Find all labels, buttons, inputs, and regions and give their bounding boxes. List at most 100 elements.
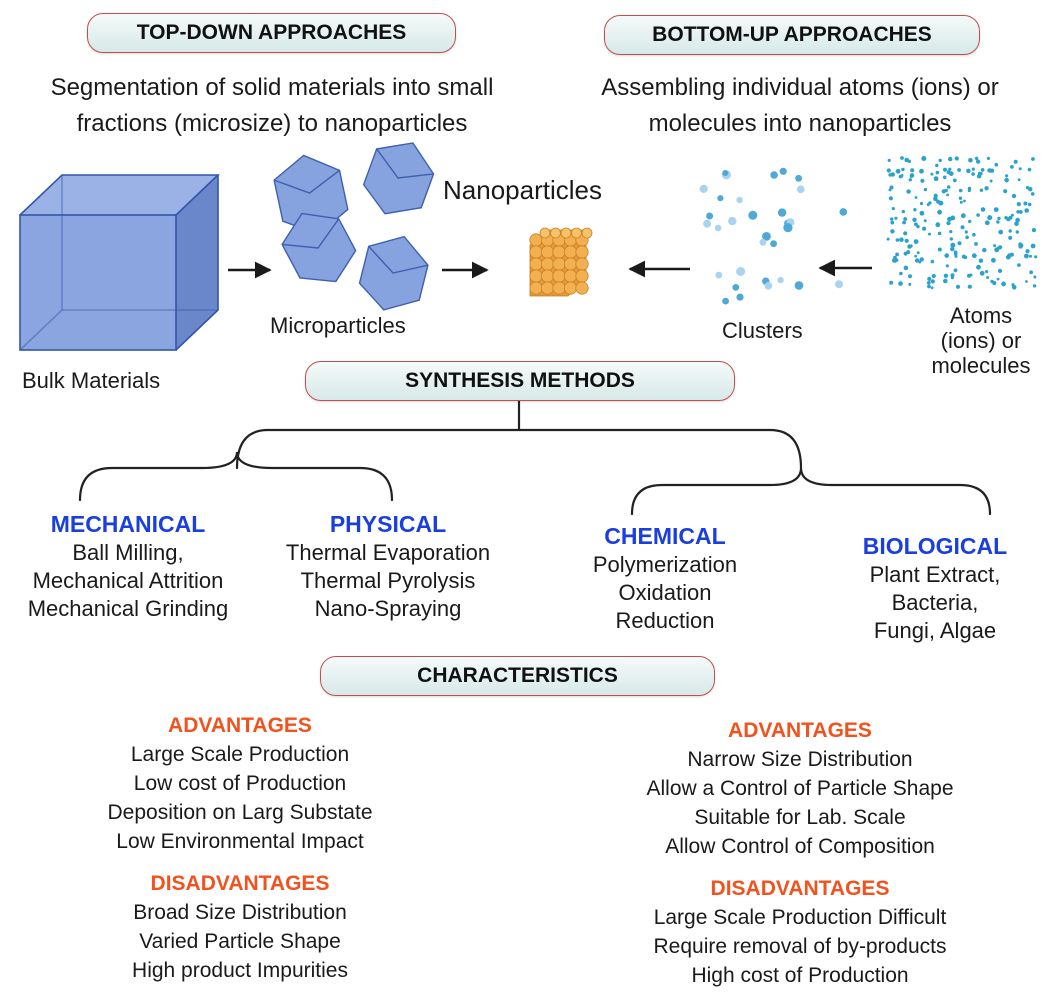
atom-dot (926, 281, 931, 285)
cluster-dot (736, 293, 744, 301)
atom-dot (1010, 165, 1014, 169)
atom-dot (960, 213, 966, 219)
atoms-label-line-2: (ions) or (940, 328, 1022, 353)
atom-dot (908, 274, 912, 279)
atom-dot (900, 174, 904, 177)
cluster-dot (779, 167, 787, 175)
atom-dot (908, 282, 912, 286)
atom-dot (919, 168, 924, 174)
atom-dot (898, 281, 903, 286)
atom-dots (886, 156, 1038, 290)
atom-dot (993, 244, 997, 248)
atom-dot (941, 189, 946, 194)
atom-dot (953, 268, 958, 273)
atom-dot (948, 167, 952, 171)
atom-dot (893, 255, 897, 260)
atom-dot (937, 209, 942, 215)
bulk-material-cube (19, 174, 220, 351)
atom-dot (996, 277, 1000, 281)
nanoparticle-sphere (552, 245, 566, 259)
atom-dot (1027, 202, 1032, 207)
nanoparticle-sphere (575, 257, 589, 271)
atom-dot (1003, 189, 1008, 194)
atom-dot (909, 174, 914, 178)
nanoparticle-sphere (539, 227, 551, 239)
atom-dot (1034, 255, 1038, 259)
atom-dot (949, 237, 953, 241)
atom-dot (965, 235, 969, 240)
atom-dot (921, 156, 927, 161)
nanoparticle-sphere (529, 281, 543, 295)
atom-dot (899, 271, 903, 276)
bottom-up-desc-line-2: molecules into nanoparticles (648, 110, 952, 137)
atom-dot (967, 188, 971, 193)
synthesis-methods-title-text: SYNTHESIS METHODS (405, 369, 635, 392)
atom-dot (1014, 221, 1019, 226)
atom-dot (899, 237, 904, 242)
atom-dot (963, 199, 966, 203)
atom-dot (1018, 167, 1022, 171)
atom-dot (938, 158, 942, 163)
nanoparticle-sphere (540, 281, 555, 295)
nanoparticle-sphere (563, 269, 578, 283)
atom-dot (947, 216, 952, 222)
atom-dot (1005, 174, 1009, 178)
atom-dot (1008, 229, 1012, 233)
atom-dot (904, 238, 909, 243)
cluster-dot (835, 280, 843, 289)
atom-dot (895, 168, 901, 174)
method-mechanical: MECHANICAL Ball Milling, Mechanical Attr… (8, 510, 248, 623)
cluster-dot (714, 224, 722, 232)
cluster-dot (736, 196, 743, 204)
atom-dot (1011, 283, 1015, 287)
top-down-advantage-item: Deposition on Larg Substate (107, 801, 373, 824)
atom-dot (889, 185, 894, 190)
method-chemical-item: Reduction (615, 608, 715, 633)
cluster-dot (759, 238, 767, 246)
atom-dot (974, 242, 978, 246)
atom-dot (886, 237, 890, 241)
atom-dot (984, 186, 989, 191)
atom-dot (969, 273, 973, 277)
atom-dot (982, 247, 987, 253)
atom-dot (902, 220, 906, 225)
nanoparticle-sphere (529, 257, 543, 271)
atom-dot (916, 251, 920, 255)
atom-dot (979, 270, 985, 276)
atom-dot (966, 168, 971, 174)
atom-dot (946, 221, 951, 226)
atom-dot (986, 276, 990, 279)
atom-dot (1013, 159, 1018, 164)
bottom-up-advantage-item: Suitable for Lab. Scale (694, 806, 906, 829)
atom-dot (913, 208, 917, 212)
atom-dot (922, 226, 927, 231)
atom-dot (942, 175, 947, 180)
atom-dot (994, 162, 999, 167)
cluster-dot (748, 210, 758, 220)
atom-dot (1019, 210, 1023, 214)
cluster-dot (777, 276, 784, 284)
top-down-advantages-heading: ADVANTAGES (168, 714, 312, 737)
cluster-dot (736, 267, 746, 276)
cluster-dot (783, 223, 793, 233)
atom-dot (954, 254, 958, 258)
atom-dot (914, 196, 918, 199)
nanoparticle-sphere (575, 269, 589, 283)
atom-dot (903, 217, 908, 221)
atom-dot (946, 185, 951, 189)
cluster-dot (717, 195, 724, 202)
atom-dot (968, 219, 972, 224)
nanoparticle-sphere (581, 227, 593, 239)
atom-dot (955, 284, 961, 289)
cluster-dot (839, 208, 848, 216)
atom-dot (950, 246, 955, 252)
atom-dot (907, 244, 912, 249)
method-chemical-heading: CHEMICAL (604, 523, 726, 549)
method-biological: BIOLOGICAL Plant Extract, Bacteria, Fung… (835, 532, 1035, 645)
atom-dot (1008, 235, 1013, 240)
cluster-dot (777, 208, 787, 217)
cluster-dot (770, 240, 777, 248)
method-biological-item: Fungi, Algae (873, 618, 997, 643)
atom-dot (968, 157, 973, 163)
cluster-dot (722, 297, 729, 305)
